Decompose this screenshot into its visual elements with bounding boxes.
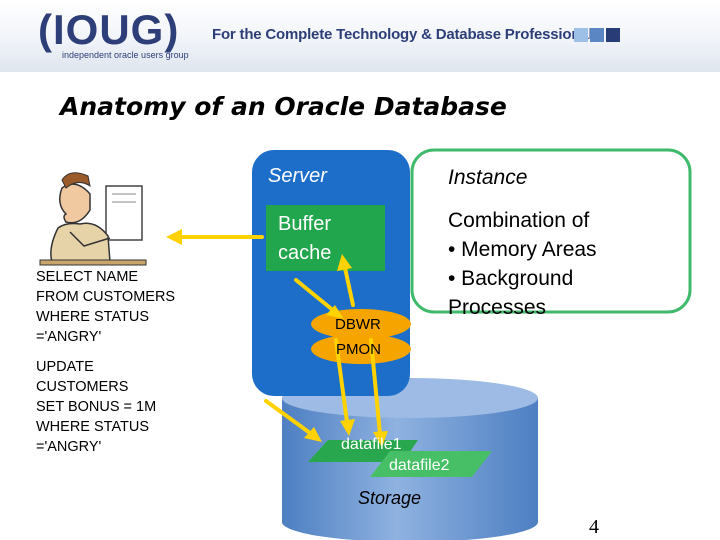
arrow-dbwr-to-datafile1 — [334, 338, 349, 424]
update-query: UPDATE CUSTOMERS SET BONUS = 1M WHERE ST… — [36, 359, 157, 455]
pmon-label: PMON — [336, 341, 381, 358]
arrows — [166, 229, 388, 447]
arrow-dbwr-to-cache-head — [337, 254, 352, 271]
brand-square — [590, 28, 604, 42]
server-label: Server — [268, 165, 327, 187]
arrow-cache-to-dbwr-head — [326, 305, 344, 319]
user-at-computer-icon — [39, 172, 147, 266]
instance-description: Combination of • Memory Areas • Backgrou… — [448, 209, 597, 319]
logo-subtext: independent oracle users group — [62, 50, 189, 60]
arrow-to-user-head — [166, 229, 182, 245]
arrow-dbwr-to-datafile1-head — [340, 419, 355, 436]
tagline: For the Complete Technology & Database P… — [212, 26, 593, 43]
instance-label: Instance — [448, 166, 528, 189]
header-banner: (IOUG) independent oracle users group Fo… — [0, 0, 720, 72]
buffer-cache-label: Buffer cache — [278, 213, 332, 264]
arrow-update-to-datafile — [264, 399, 312, 435]
arrow-dbwr-to-datafile2-head — [373, 431, 388, 447]
datafile2-label: datafile2 — [389, 457, 450, 474]
dbwr-label: DBWR — [335, 316, 381, 333]
brand-square — [606, 28, 620, 42]
datafile1-label: datafile1 — [341, 436, 402, 453]
datafile2-shape — [370, 451, 492, 477]
buffer-cache-box — [266, 205, 385, 271]
storage-label: Storage — [358, 488, 422, 508]
arrow-dbwr-to-datafile2 — [369, 338, 382, 436]
arrow-dbwr-to-cache — [343, 266, 355, 307]
slide-title: Anatomy of an Oracle Database — [60, 92, 507, 121]
page-number: 4 — [589, 516, 599, 538]
ioug-logo: (IOUG) independent oracle users group — [38, 6, 210, 64]
brand-square — [574, 28, 588, 42]
logo-text: (IOUG) — [38, 6, 180, 53]
arrow-update-to-datafile-head — [304, 427, 322, 442]
arrow-cache-to-dbwr — [294, 278, 336, 313]
instance-outline — [410, 148, 692, 314]
select-query: SELECT NAME FROM CUSTOMERS WHERE STATUS … — [36, 269, 176, 345]
